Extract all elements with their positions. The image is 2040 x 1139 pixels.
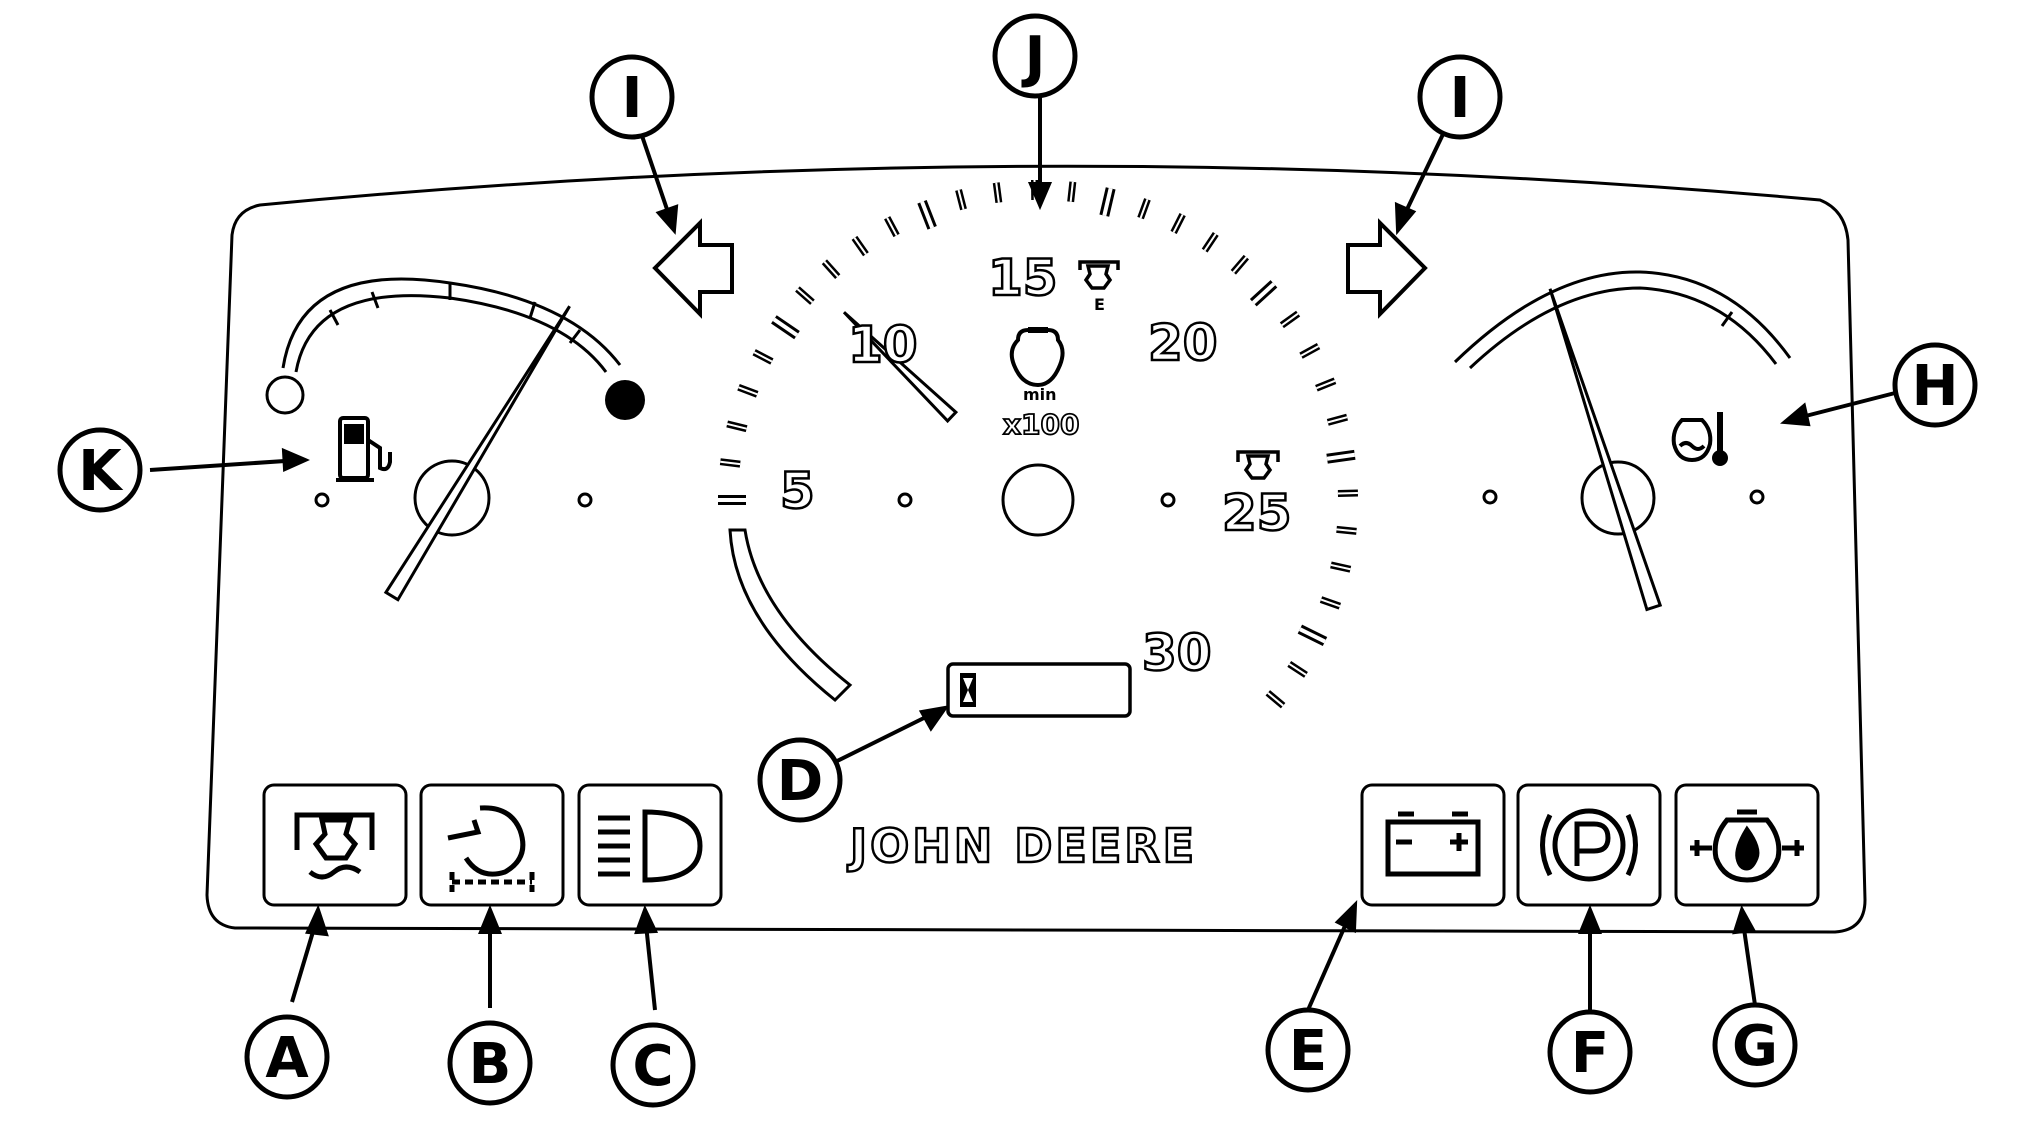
coolant-gauge-arc bbox=[1455, 272, 1790, 362]
fuel-gauge bbox=[267, 279, 645, 600]
tach-label-20: 20 bbox=[1148, 314, 1218, 372]
callout-a: A bbox=[265, 1026, 309, 1091]
callout-letters: A B C D E F G H K I I J bbox=[78, 25, 1958, 1099]
coolant-gauge-dot-right bbox=[1751, 491, 1763, 503]
fuel-gauge-dot-right bbox=[579, 494, 591, 506]
coolant-temperature-icon bbox=[1674, 412, 1726, 464]
callout-i-left: I bbox=[622, 66, 643, 131]
tach-label-25: 25 bbox=[1222, 484, 1292, 542]
coolant-gauge-dot-left bbox=[1484, 491, 1496, 503]
svg-text:E: E bbox=[1094, 295, 1105, 314]
tachometer-dot-left bbox=[899, 494, 911, 506]
engine-power-icon bbox=[1238, 452, 1278, 478]
indicator-f-parking-brake bbox=[1518, 785, 1660, 905]
tachometer-dot-right bbox=[1162, 494, 1174, 506]
callout-g: G bbox=[1732, 1014, 1778, 1079]
tach-label-30: 30 bbox=[1142, 624, 1212, 682]
callout-k: K bbox=[78, 439, 124, 504]
tachometer: 5 10 15 20 25 30 min x100 E bbox=[718, 180, 1358, 716]
indicator-a-engine-fault bbox=[264, 785, 406, 905]
fuel-icon bbox=[336, 418, 390, 480]
callout-f: F bbox=[1571, 1021, 1609, 1086]
fuel-full-indicator bbox=[605, 380, 645, 420]
rpm-unit-label: min bbox=[1023, 385, 1057, 404]
fuel-empty-indicator bbox=[267, 377, 303, 413]
callout-e: E bbox=[1289, 1019, 1327, 1084]
indicator-e-battery bbox=[1362, 785, 1504, 905]
coolant-gauge-needle bbox=[1550, 289, 1660, 610]
brand-logo: JOHN DEERE bbox=[847, 819, 1197, 873]
indicator-b-cold-start bbox=[421, 785, 563, 905]
rpm-multiplier: x100 bbox=[1003, 408, 1080, 441]
engine-rpm-icon bbox=[1012, 330, 1063, 385]
hourglass-icon bbox=[960, 673, 976, 707]
turn-right-icon bbox=[1348, 223, 1425, 314]
callout-h: H bbox=[1912, 354, 1959, 419]
tachometer-lower-arc bbox=[730, 530, 850, 700]
tach-label-5: 5 bbox=[780, 462, 815, 520]
callout-j: J bbox=[1021, 25, 1046, 90]
engine-economy-icon: E bbox=[1080, 262, 1118, 314]
fuel-gauge-arc-inner bbox=[296, 296, 606, 372]
tachometer-hub bbox=[1003, 465, 1073, 535]
callout-circles bbox=[60, 16, 1975, 1105]
fuel-gauge-segments bbox=[330, 284, 580, 343]
turn-left-icon bbox=[655, 223, 732, 314]
callout-i-right: I bbox=[1450, 66, 1471, 131]
fuel-gauge-needle bbox=[386, 306, 570, 600]
callout-c: C bbox=[632, 1034, 673, 1099]
indicator-c-headlights bbox=[579, 785, 721, 905]
tach-label-10: 10 bbox=[848, 316, 918, 374]
fuel-gauge-dot-left bbox=[316, 494, 328, 506]
callout-d: D bbox=[777, 749, 823, 814]
tach-label-15: 15 bbox=[988, 249, 1058, 307]
callout-b: B bbox=[469, 1032, 512, 1097]
coolant-gauge bbox=[1455, 272, 1790, 610]
indicator-g-oil-pressure bbox=[1676, 785, 1818, 905]
